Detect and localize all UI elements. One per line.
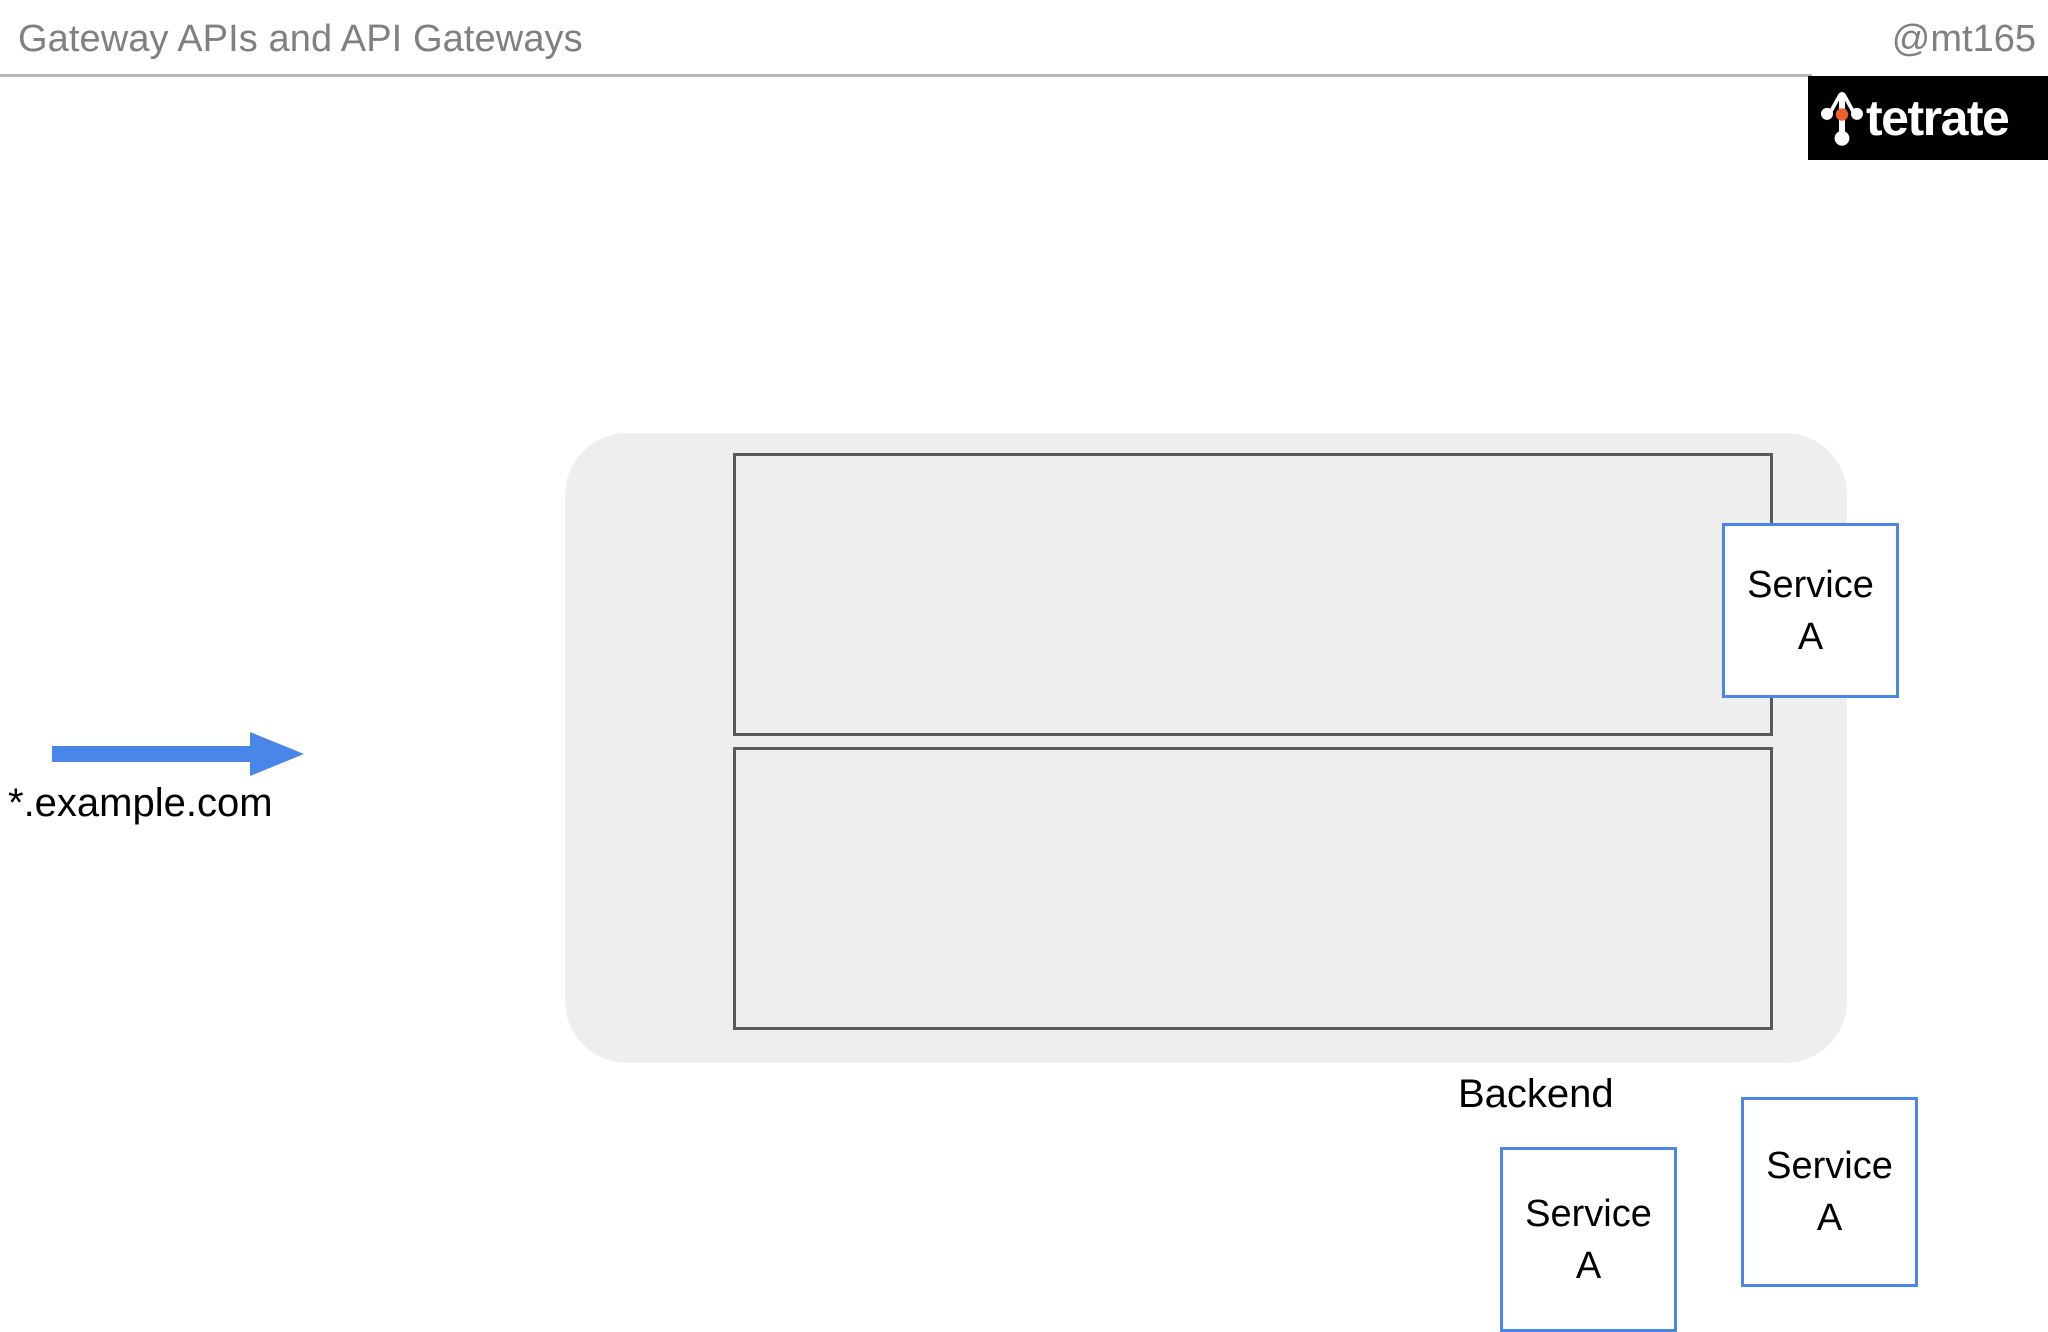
service-box-line2: A <box>1797 615 1824 658</box>
service-box-line1: Service <box>1747 563 1874 606</box>
namespace-box-top: Service A <box>733 453 1899 736</box>
header-divider <box>0 74 1812 77</box>
author-handle: @mt165 <box>1891 18 2036 60</box>
service-box: Service A <box>1500 1147 1677 1332</box>
service-box-line1: Service <box>1766 1145 1893 1187</box>
slide-header: Gateway APIs and API Gateways @mt165 <box>0 0 2048 77</box>
backend-caption: Backend <box>1458 1072 1614 1116</box>
service-box-line2: A <box>1575 1244 1602 1287</box>
tetrate-wordmark: tetrate <box>1866 90 2010 146</box>
service-box-line1: Service <box>1525 1192 1652 1235</box>
service-box: Service A <box>1741 1097 1918 1287</box>
backend-cluster: Service A Service A Service A <box>565 433 1918 1332</box>
page-title: Gateway APIs and API Gateways <box>18 18 583 60</box>
tetrate-logo: tetrate <box>1808 76 2048 160</box>
service-box: Service A <box>1722 523 1899 698</box>
ingress-host-label: *.example.com <box>8 781 273 825</box>
tetrate-bridge-icon <box>1821 92 1863 146</box>
right-arrow-icon <box>52 732 304 776</box>
namespace-box-bottom: Service A Service A <box>733 747 1918 1332</box>
service-box-line2: A <box>1816 1197 1843 1239</box>
